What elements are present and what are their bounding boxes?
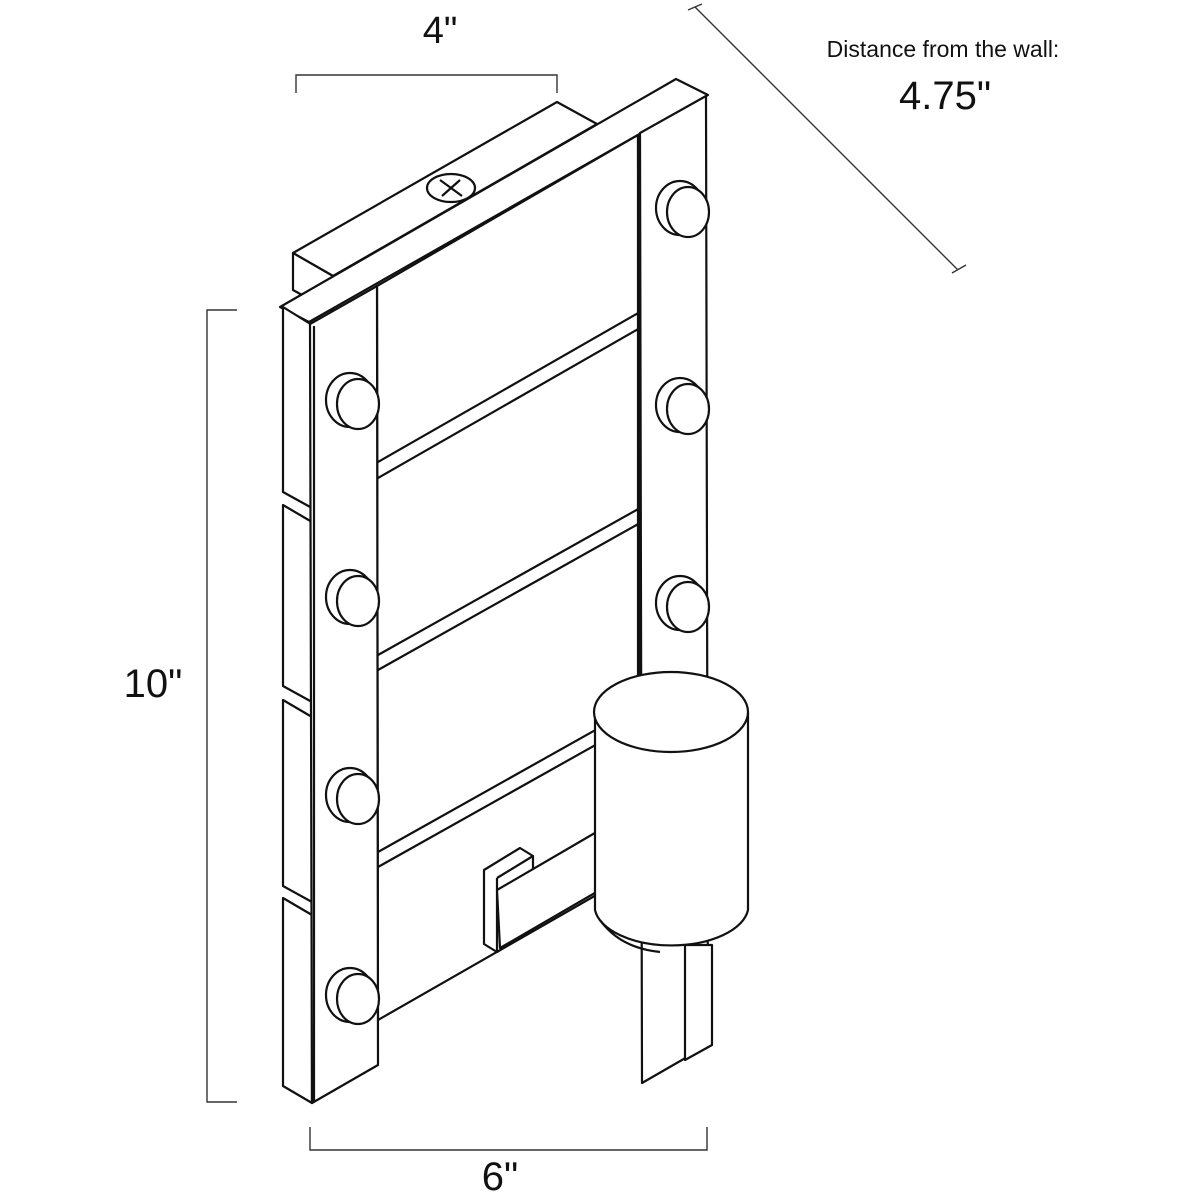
knob-icon [324,766,381,826]
wall-distance-value: 4.75" [898,74,992,118]
width-top-label: 4" [422,10,458,52]
knob-icon [654,574,711,634]
cylinder-shade [592,670,750,954]
width-bottom-label: 6" [481,1155,519,1199]
height-label: 10" [123,662,183,706]
knob-icon [324,371,381,431]
dimension-height [206,309,237,1103]
knob-icon [324,568,381,628]
wall-distance-label: Distance from the wall: [826,36,1060,62]
knob-icon [324,966,381,1026]
knob-icon [654,179,711,239]
knobs [324,179,711,1026]
knob-icon [654,376,711,436]
dimension-bottom [309,1127,708,1151]
dimension-top [295,74,558,93]
screw-icon [425,172,477,204]
dimension-depth [687,3,967,274]
arm [482,828,714,1062]
